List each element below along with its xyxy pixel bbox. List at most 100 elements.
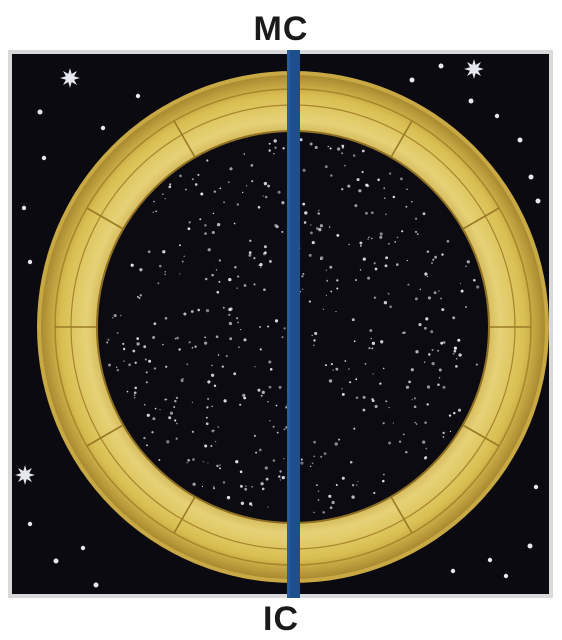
star-dot: [342, 477, 345, 480]
star-dot: [282, 476, 285, 479]
star-dot: [240, 485, 243, 488]
star-dot: [476, 285, 479, 288]
star-dot: [229, 167, 232, 170]
star-dot: [192, 483, 195, 486]
star-dot: [134, 397, 136, 399]
star-dot: [173, 406, 175, 408]
star-dot: [155, 408, 157, 410]
star-dot: [384, 301, 387, 304]
star-dot: [249, 240, 251, 242]
star-dot: [320, 256, 323, 259]
star-dot: [218, 354, 220, 356]
star-dot: [455, 365, 458, 368]
star-dot: [191, 310, 194, 313]
star-dot: [207, 380, 210, 383]
star-dot: [415, 218, 417, 220]
star-dot: [259, 263, 262, 266]
star-dot: [108, 364, 111, 367]
star-dot: [251, 164, 254, 167]
star-dot: [427, 385, 430, 388]
star-dot: [412, 399, 413, 400]
star-dot: [324, 452, 327, 455]
star-dot: [310, 143, 313, 146]
star-dot: [269, 386, 272, 389]
star-dot: [168, 186, 171, 189]
star-dot: [379, 236, 382, 239]
star-dot: [240, 329, 241, 330]
star-dot: [461, 290, 464, 293]
bright-star-icon: [15, 465, 35, 485]
star-dot: [504, 574, 508, 578]
star-dot: [211, 406, 213, 408]
star-dot: [358, 189, 361, 192]
star-dot: [223, 307, 225, 309]
star-dot: [394, 241, 396, 243]
star-dot: [371, 338, 372, 339]
star-dot: [229, 337, 232, 340]
star-dot: [317, 212, 319, 214]
star-dot: [414, 405, 417, 408]
star-dot: [285, 428, 286, 429]
star-dot: [265, 196, 268, 199]
star-dot: [375, 268, 378, 271]
star-dot: [275, 319, 278, 322]
star-dot: [175, 338, 177, 340]
star-dot: [536, 199, 541, 204]
star-dot: [229, 309, 231, 311]
star-dot: [248, 254, 251, 257]
star-dot: [336, 234, 339, 237]
star-dot: [192, 402, 193, 403]
star-dot: [157, 282, 159, 284]
star-dot: [460, 283, 461, 284]
star-dot: [159, 459, 161, 461]
star-dot: [313, 455, 315, 457]
star-dot: [488, 558, 492, 562]
star-dot: [309, 254, 312, 257]
star-dot: [199, 218, 201, 220]
star-dot: [406, 189, 407, 190]
star-dot: [218, 426, 219, 427]
star-dot: [328, 146, 329, 147]
star-dot: [266, 478, 269, 481]
star-dot: [424, 327, 427, 330]
star-dot: [264, 251, 267, 254]
star-dot: [148, 360, 151, 363]
star-dot: [449, 414, 451, 416]
star-dot: [326, 280, 328, 282]
star-dot: [282, 147, 284, 149]
star-dot: [186, 363, 188, 365]
star-dot: [437, 350, 439, 352]
star-dot: [424, 456, 427, 459]
star-dot: [245, 485, 247, 487]
star-dot: [278, 475, 280, 477]
star-dot: [101, 126, 105, 130]
star-dot: [143, 345, 146, 348]
star-dot: [425, 317, 428, 320]
star-dot: [140, 294, 142, 296]
star-dot: [310, 231, 313, 234]
star-dot: [388, 441, 391, 444]
star-dot: [116, 367, 117, 368]
star-dot: [284, 429, 286, 431]
star-dot: [212, 231, 215, 234]
star-dot: [258, 206, 261, 209]
star-dot: [106, 341, 108, 343]
star-dot: [406, 386, 409, 389]
star-dot: [219, 467, 221, 469]
star-dot: [310, 466, 311, 467]
star-dot: [453, 353, 455, 355]
star-dot: [162, 194, 163, 195]
star-dot: [244, 284, 247, 287]
star-dot: [213, 487, 215, 489]
star-dot: [265, 466, 268, 469]
star-dot: [438, 290, 440, 292]
star-dot: [267, 185, 270, 188]
star-dot: [185, 189, 187, 191]
star-dot: [432, 349, 434, 351]
star-dot: [318, 490, 320, 492]
star-dot: [362, 150, 365, 153]
star-dot: [239, 404, 241, 406]
star-dot: [162, 250, 165, 253]
star-dot: [204, 232, 207, 235]
star-dot: [328, 495, 331, 498]
